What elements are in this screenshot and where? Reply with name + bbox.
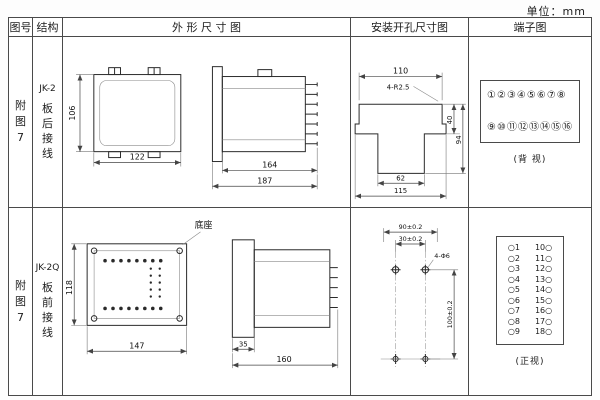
dim-122: 122 (130, 153, 145, 162)
dimension-labels: 110 4-R2.5 40 94 62 115 (387, 67, 463, 196)
header-structure: 结构 (33, 18, 63, 37)
dimension-labels: 底座 118 147 35 160 (65, 219, 291, 364)
side-view-shape (211, 66, 318, 163)
figure-number: 附图7 (15, 99, 26, 144)
extension-lines (76, 74, 318, 190)
view-label-rear: (背 视) (513, 154, 547, 165)
terminal-diagram-jk2: ①②③④⑤⑥⑦⑧ ⑨⑩⑪⑫⑬⑭⑮⑯ (背 视) (480, 79, 580, 165)
terminal-diagram-jk2q: ○1 ○2 ○3 ○4 ○5 ○6 ○7 ○8 ○9 10○ 11○ 12○ 1… (495, 236, 565, 367)
note-corner-radius: 4-R2.5 (387, 83, 410, 91)
header-install: 安装开孔尺寸图 (351, 18, 469, 37)
install-drilling-drawing-jk2q: 90±0.2 30±0.2 4-Φ6 100±0.2 (380, 223, 459, 367)
install-cutout-drawing-jk2: 110 4-R2.5 40 94 62 115 (354, 67, 466, 200)
dim-90: 90±0.2 (399, 223, 423, 231)
dim-62: 62 (396, 174, 405, 182)
dim-106: 106 (68, 106, 77, 121)
extension-lines (71, 243, 339, 369)
dim-187: 187 (257, 176, 272, 185)
row2-outline-cell: 底座 118 147 35 160 (63, 208, 351, 395)
dim-40: 40 (446, 116, 454, 125)
row1-terminal-cell: ①②③④⑤⑥⑦⑧ ⑨⑩⑪⑫⑬⑭⑮⑯ (背 视) (469, 37, 591, 208)
model-name: JK-2 (39, 83, 56, 94)
dim-118: 118 (65, 280, 74, 295)
row2-install-cell: 90±0.2 30±0.2 4-Φ6 100±0.2 (351, 208, 469, 395)
row2-terminal-cell: ○1 ○2 ○3 ○4 ○5 ○6 ○7 ○8 ○9 10○ 11○ 12○ 1… (469, 208, 591, 395)
base-label: 底座 (195, 219, 213, 231)
extension-lines (354, 72, 466, 200)
dimension-labels: 106 122 164 187 (68, 106, 277, 186)
dim-30: 30±0.2 (399, 235, 423, 243)
row1-install-cell: 110 4-R2.5 40 94 62 115 (351, 37, 469, 208)
row2-structure-cell: JK-2Q 板前接线 (33, 208, 63, 395)
terminal-strip: ①②③④⑤⑥⑦⑧ ⑨⑩⑪⑫⑬⑭⑮⑯ (480, 79, 580, 143)
figure-number: 附图7 (15, 278, 26, 324)
dim-164: 164 (262, 160, 277, 169)
dim-115: 115 (394, 187, 407, 195)
dimension-lines (383, 229, 457, 360)
dim-147: 147 (129, 341, 144, 350)
dimension-lines (71, 243, 338, 368)
mounting-holes (380, 259, 441, 364)
wiring-type: 板后接线 (42, 101, 53, 160)
unit-label: 单位：mm (526, 5, 586, 18)
header-outline: 外 形 尺 寸 图 (63, 18, 351, 37)
front-view-shape (93, 67, 182, 159)
header-terminal: 端子图 (469, 18, 591, 37)
spec-table: 图号 结构 外 形 尺 寸 图 安装开孔尺寸图 端子图 附图7 JK-2 板后接… (8, 17, 592, 396)
terminal-col-left: ○1 ○2 ○3 ○4 ○5 ○6 ○7 ○8 ○9 (507, 243, 520, 337)
extension-lines (383, 228, 459, 360)
centerlines (395, 251, 426, 367)
base-front-view-shape (86, 231, 201, 326)
row2-fig-cell: 附图7 (9, 208, 33, 395)
dimension-lines (77, 74, 318, 189)
terminal-row-top: ①②③④⑤⑥⑦⑧ (487, 89, 567, 101)
dim-94: 94 (455, 135, 463, 144)
dimension-lines (355, 74, 466, 199)
side-view-shape (231, 239, 338, 338)
terminal-row-bottom: ⑨⑩⑪⑫⑬⑭⑮⑯ (487, 121, 573, 133)
dimension-labels: 90±0.2 30±0.2 4-Φ6 100±0.2 (399, 223, 455, 328)
view-label-front: (正视) (515, 356, 545, 367)
row1-structure-cell: JK-2 板后接线 (33, 37, 63, 208)
cutout-shape (354, 86, 447, 174)
note-holes: 4-Φ6 (434, 252, 450, 260)
terminal-col-right: 10○ 11○ 12○ 13○ 14○ 15○ 16○ 17○ 18○ (534, 243, 553, 337)
header-fig-no: 图号 (9, 18, 33, 37)
model-name: JK-2Q (35, 263, 60, 273)
outline-drawing-jk2: 106 122 164 187 (68, 66, 318, 190)
terminal-strip: ○1 ○2 ○3 ○4 ○5 ○6 ○7 ○8 ○9 10○ 11○ 12○ 1… (495, 236, 565, 345)
row1-fig-cell: 附图7 (9, 37, 33, 208)
dim-110: 110 (393, 67, 408, 76)
outline-drawing-jk2q: 底座 118 147 35 160 (65, 219, 339, 369)
dim-160: 160 (277, 355, 292, 364)
dim-35: 35 (239, 340, 248, 348)
row1-outline-cell: 106 122 164 187 (63, 37, 351, 208)
wiring-type: 板前接线 (42, 281, 53, 339)
dim-100: 100±0.2 (446, 300, 454, 328)
